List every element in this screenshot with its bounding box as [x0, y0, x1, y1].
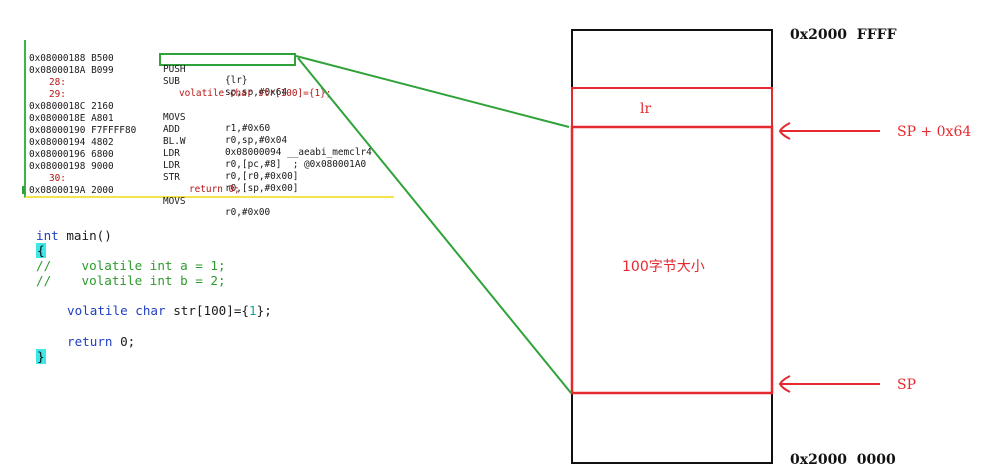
disasm-source-row[interactable]: 30: return 0; — [49, 173, 240, 195]
sub-instruction-highlight — [159, 53, 296, 66]
source-line-return[interactable]: return 0; — [67, 334, 136, 349]
sp-plus-label: SP + 0x64 — [897, 124, 972, 140]
source-line-comment-b[interactable]: // volatile int b = 2; — [36, 273, 226, 288]
disasm-row[interactable]: 0x08000196 6800 LDR r0,[r0,#0x00] — [29, 149, 299, 182]
source-line-str-decl[interactable]: volatile char str[100]={1}; — [67, 303, 272, 318]
lr-slot — [571, 87, 773, 128]
sp-label: SP — [897, 377, 917, 393]
disasm-source-row[interactable]: 29: — [49, 89, 66, 100]
disasm-row[interactable]: 0x0800019A 2000 MOVS r0,#0x00 — [29, 185, 271, 218]
source-line-comment-a[interactable]: // volatile int a = 1; — [36, 258, 226, 273]
source-line-open-brace[interactable]: { — [36, 243, 46, 258]
disasm-row[interactable]: 0x08000190 F7FFFF80 BL.W 0x08000094 __ae… — [29, 125, 372, 158]
disasm-row[interactable]: 0x08000188 B500 PUSH {lr} — [29, 53, 248, 86]
buffer-size-label: 100字节大小 — [622, 259, 705, 275]
top-address-label: 0x2000 FFFF — [790, 27, 897, 43]
bottom-address-label: 0x2000 0000 — [790, 452, 896, 468]
source-line-main[interactable]: int main() — [36, 228, 112, 243]
lr-label: lr — [640, 101, 652, 117]
buffer-region — [570, 125, 774, 395]
disasm-row[interactable]: 0x0800018E A801 ADD r0,sp,#0x04 — [29, 113, 288, 146]
disasm-row[interactable]: 0x0800018C 2160 MOVS r1,#0x60 — [29, 101, 271, 134]
disasm-row[interactable]: 0x0800018A B099 SUB sp,sp,#0x64 — [29, 65, 288, 98]
disasm-source-row[interactable]: 28: volatile char str[100]={1}; — [49, 77, 332, 99]
disassembly-panel: 0x08000188 B500 PUSH {lr} 0x0800018A B09… — [22, 40, 394, 218]
execution-marker — [22, 186, 25, 194]
sp-arrow-head-icon — [778, 375, 791, 393]
source-line-close-brace[interactable]: } — [36, 349, 46, 364]
connector-line-upper — [295, 55, 570, 128]
disasm-row[interactable]: 0x08000194 4802 LDR r0,[pc,#8] ; @0x0800… — [29, 137, 367, 170]
stack-memory-column — [571, 29, 773, 464]
sp-plus-arrow-head-icon — [778, 122, 791, 140]
connector-line-lower — [297, 57, 572, 394]
disasm-row[interactable]: 0x08000198 9000 STR r0,[sp,#0x00] — [29, 161, 299, 194]
